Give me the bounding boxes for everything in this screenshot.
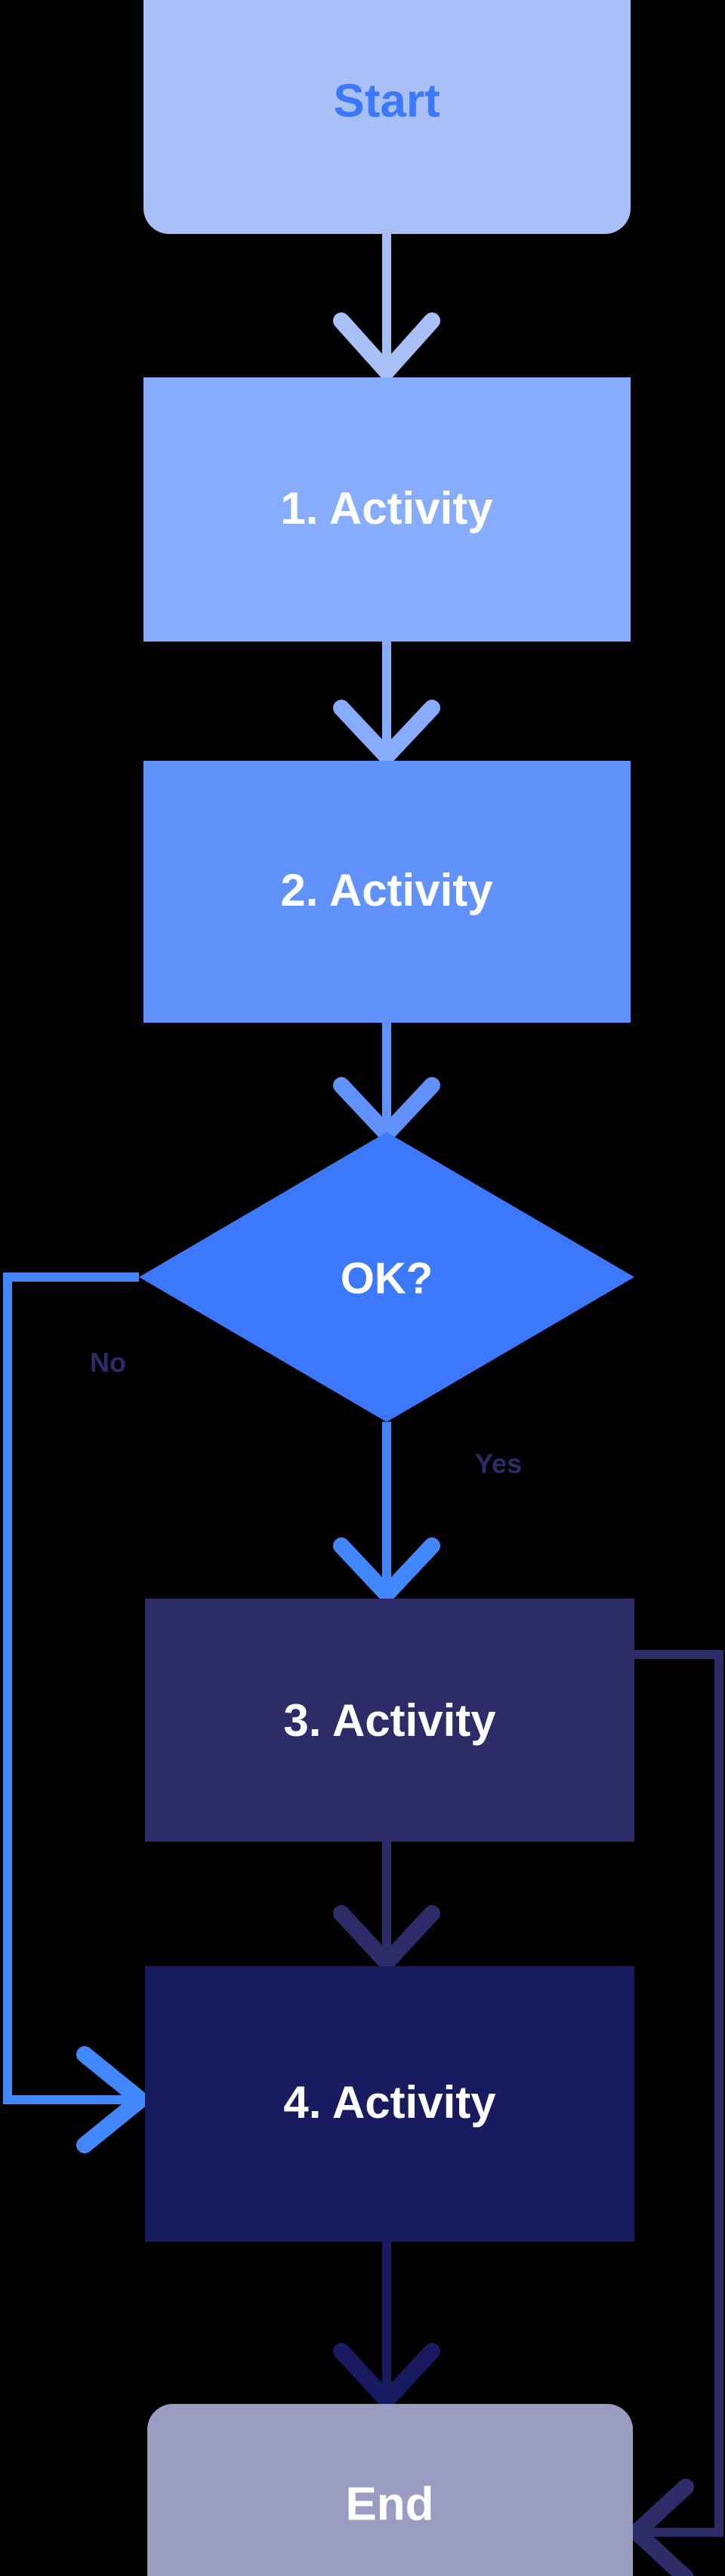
node-decision-ok[interactable]: OK? — [139, 1132, 634, 1422]
edge-activity3-to-end — [628, 1650, 723, 2576]
arrowhead-down-icon — [333, 1537, 440, 1602]
arrowhead-down-icon — [333, 700, 440, 765]
node-activity3-shape[interactable] — [145, 1599, 634, 1842]
edge-decision-yes-to-activity3 — [333, 1422, 440, 1602]
node-activity3[interactable]: 3. Activity — [145, 1599, 634, 1842]
node-activity4-shape[interactable] — [145, 1966, 634, 2242]
arrowhead-right-icon — [76, 2046, 149, 2153]
node-end[interactable]: End — [147, 2404, 633, 2576]
edge-activity1-to-activity2 — [333, 642, 440, 765]
edge-decision-no-to-activity4 — [3, 1273, 149, 2153]
node-decision-shape[interactable] — [139, 1132, 634, 1422]
edge-start-to-activity1 — [333, 226, 440, 380]
node-activity2[interactable]: 2. Activity — [143, 761, 631, 1023]
arrowhead-down-icon — [333, 2343, 440, 2408]
node-end-shape[interactable] — [147, 2404, 633, 2576]
edge-activity4-to-end — [333, 2242, 440, 2408]
edge-line — [3, 1273, 139, 2104]
edge-line — [634, 1650, 723, 2537]
node-activity4[interactable]: 4. Activity — [145, 1966, 634, 2242]
node-activity1[interactable]: 1. Activity — [143, 377, 631, 642]
arrowhead-down-icon — [333, 312, 440, 380]
node-activity2-shape[interactable] — [143, 761, 631, 1023]
edge-label-yes: Yes — [475, 1448, 522, 1479]
arrowhead-down-icon — [333, 1905, 440, 1971]
node-start[interactable]: Start — [143, 0, 631, 234]
edge-activity2-to-decision — [333, 1023, 440, 1142]
edge-activity3-to-activity4 — [333, 1842, 440, 1971]
arrowhead-left-icon — [628, 2479, 694, 2576]
node-activity1-shape[interactable] — [143, 377, 631, 642]
edge-label-no: No — [90, 1347, 126, 1378]
node-start-shape[interactable] — [143, 0, 631, 234]
